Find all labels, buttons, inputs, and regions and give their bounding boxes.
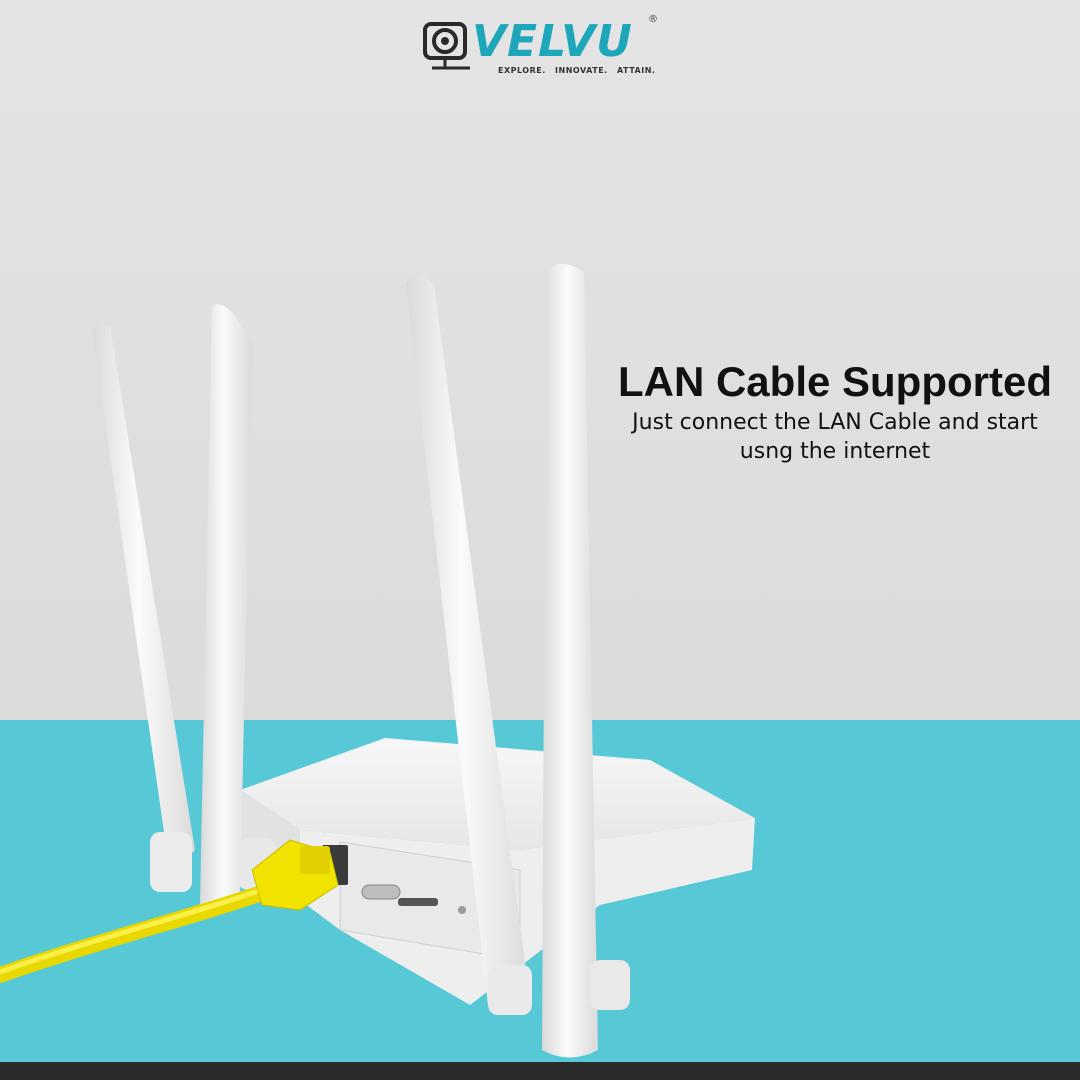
brand-tagline: EXPLORE. INNOVATE. ATTAIN.	[498, 66, 656, 75]
antenna-4	[542, 263, 630, 1058]
camera-lens-logo-icon	[423, 22, 470, 70]
bottom-bar	[0, 1062, 1080, 1080]
feature-callout: LAN Cable Supported Just connect the LAN…	[590, 356, 1080, 466]
lan-cable	[0, 839, 339, 983]
feature-description: Just connect the LAN Cable and start usn…	[632, 410, 1038, 464]
usb-c-port	[361, 884, 401, 900]
brand-logo: VELVU ® EXPLORE. INNOVATE. ATTAIN.	[420, 14, 660, 78]
registered-mark: ®	[648, 14, 658, 25]
feature-title: LAN Cable Supported	[617, 358, 1052, 405]
sim-slot	[398, 898, 438, 906]
antenna-1	[92, 324, 195, 892]
antenna-3	[406, 276, 532, 1015]
brand-name: VELVU	[472, 16, 633, 67]
reset-button	[458, 906, 466, 914]
